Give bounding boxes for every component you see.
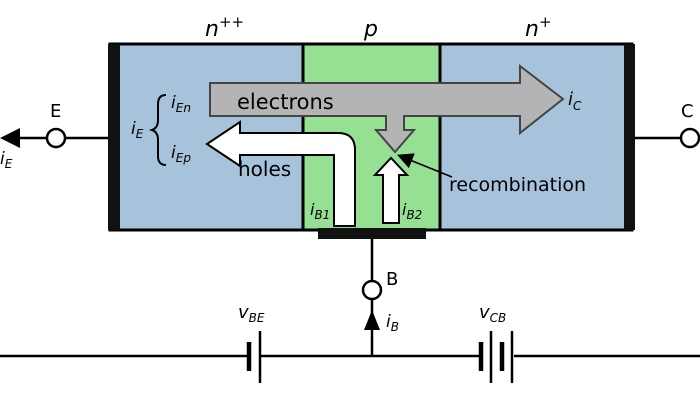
electrons-label: electrons [237, 90, 334, 114]
emitter-terminal-label: E [50, 101, 61, 122]
base-doping-label: p [363, 17, 378, 42]
recombination-pointer [397, 153, 453, 178]
iE-brace-label: iE [131, 119, 144, 141]
vcb-label: vCB [479, 302, 506, 325]
base-terminal-label: B [386, 269, 398, 290]
recombination-label: recombination [449, 174, 586, 196]
iC-label: iC [568, 89, 582, 113]
emitter-terminal [45, 127, 67, 149]
iE-left-label: iE [0, 149, 13, 171]
iB-label: iB [386, 312, 399, 334]
emitter-contact [108, 44, 120, 230]
iB1-label: iB1 [310, 200, 330, 222]
holes-arrow [205, 120, 356, 227]
holes-label: holes [238, 157, 291, 181]
base-current-arrow [364, 310, 380, 330]
collector-contact [624, 44, 635, 230]
collector-terminal [679, 127, 700, 149]
base-contact [318, 228, 426, 239]
iE-brace [148, 94, 167, 166]
emitter-current-arrow [0, 128, 20, 148]
iB2-label: iB2 [402, 200, 422, 222]
vbe-label: vBE [238, 302, 265, 325]
collector-terminal-label: C [681, 101, 694, 122]
base-terminal [361, 279, 383, 301]
electrons-arrow [209, 63, 565, 154]
iEn-label: iEn [171, 93, 191, 115]
emitter-doping-label: n++ [205, 13, 244, 42]
collector-region [438, 42, 634, 232]
collector-doping-label: n+ [525, 13, 552, 42]
iEp-label: iEp [171, 143, 191, 165]
